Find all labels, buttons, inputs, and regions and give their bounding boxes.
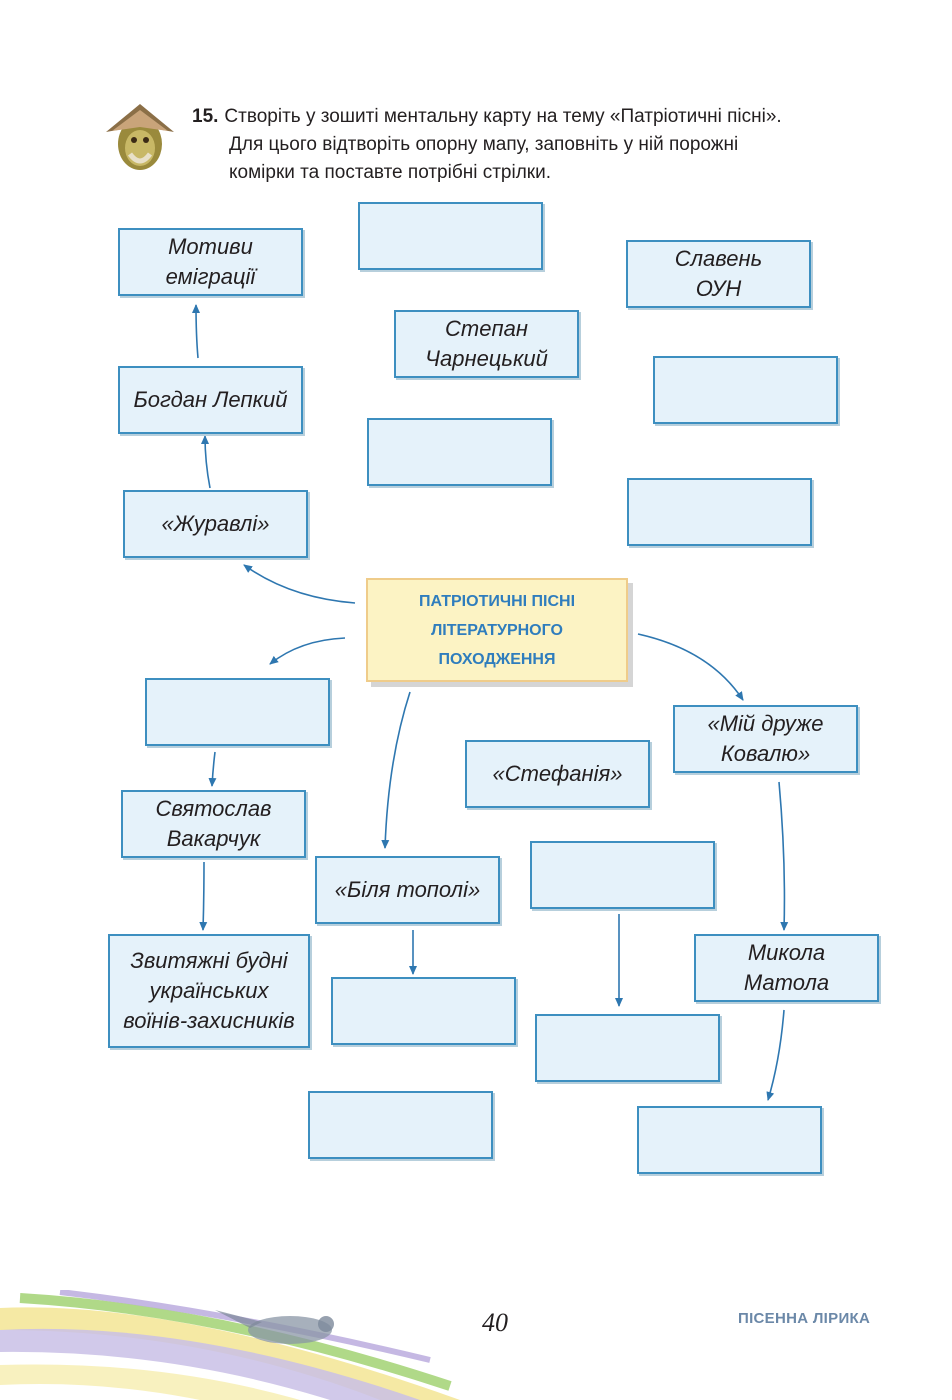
node-mii-druzhe-kovaliu: «Мій друже Ковалю» — [673, 705, 858, 773]
mascot-icon — [106, 104, 174, 170]
arrow-to-matola — [778, 781, 789, 931]
center-node: ПАТРІОТИЧНІ ПІСНІ ЛІТЕРАТУРНОГО ПОХОДЖЕН… — [366, 578, 628, 682]
arrow-to-empty-left — [269, 637, 346, 665]
task-number: 15. — [192, 106, 219, 127]
arrow-to-motyvy — [192, 304, 201, 359]
empty-cell — [308, 1091, 493, 1159]
arrow-to-vakarchuk — [208, 751, 217, 787]
page-number: 40 — [482, 1308, 508, 1337]
node-stefaniia: «Стефанія» — [465, 740, 650, 808]
empty-cell — [145, 678, 330, 746]
node-bohdan-lepkyi: Богдан Лепкий — [118, 366, 303, 434]
arrow-to-empty-right — [766, 1009, 785, 1101]
arrow-to-budni — [199, 861, 208, 931]
task-text: 15.Створіть у зошиті ментальну карту на … — [192, 103, 872, 187]
node-stepan-charnetskyi: Степан Чарнецький — [394, 310, 579, 378]
arrow-to-topoli — [381, 691, 411, 849]
arrow-to-druzhe — [637, 633, 744, 701]
arrow-to-lepkyi — [201, 435, 211, 489]
empty-cell — [637, 1106, 822, 1174]
empty-cell — [535, 1014, 720, 1082]
empty-cell — [530, 841, 715, 909]
task-line-1: Створіть у зошиті ментальну карту на тем… — [224, 106, 782, 127]
task-line-2: Для цього відтворіть опорну мапу, заповн… — [229, 134, 739, 155]
node-motyvy-emigratsii: Мотиви еміграції — [118, 228, 303, 296]
empty-cell — [653, 356, 838, 424]
node-slaven-oun: Славень ОУН — [626, 240, 811, 308]
task-line-3: комірки та поставте потрібні стрілки. — [229, 162, 551, 183]
node-mykola-matola: Микола Матола — [694, 934, 879, 1002]
empty-cell — [331, 977, 516, 1045]
node-zvytiazhni-budni: Звитяжні будні українських воїнів-захисн… — [108, 934, 310, 1048]
footer-decoration — [0, 1290, 460, 1400]
node-sviatoslav-vakarchuk: Святослав Вакарчук — [121, 790, 306, 858]
empty-cell — [367, 418, 552, 486]
section-title: ПІСЕННА ЛІРИКА — [738, 1310, 871, 1327]
arrow-to-zhuravli — [243, 564, 356, 604]
node-bilia-topoli: «Біля тополі» — [315, 856, 500, 924]
node-zhuravli: «Журавлі» — [123, 490, 308, 558]
empty-cell — [627, 478, 812, 546]
empty-cell — [358, 202, 543, 270]
